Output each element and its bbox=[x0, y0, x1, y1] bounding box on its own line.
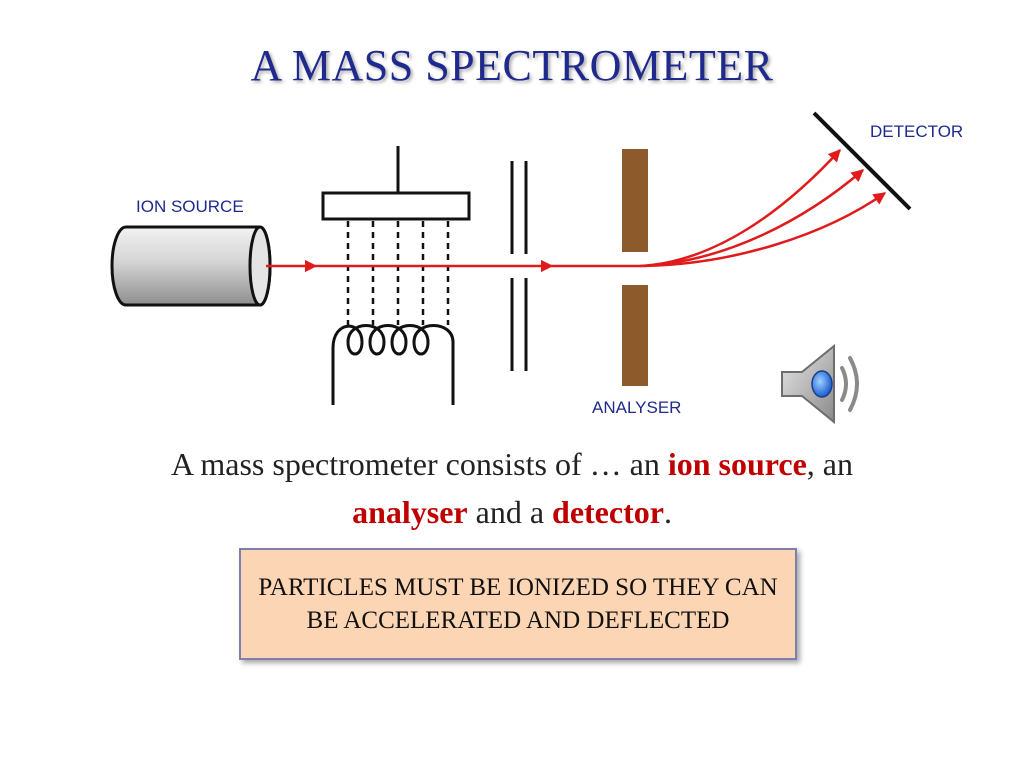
detector-label: DETECTOR bbox=[870, 122, 964, 141]
ion-source-cylinder bbox=[110, 225, 272, 307]
term-ion-source: ion source bbox=[667, 446, 807, 482]
analyser-label: ANALYSER bbox=[592, 398, 682, 417]
caption-text-1: A mass spectrometer consists of … an bbox=[171, 446, 668, 482]
detector-plate bbox=[812, 111, 912, 211]
ion-beam bbox=[266, 149, 887, 273]
note-text: PARTICLES MUST BE IONIZED SO THEY CAN BE… bbox=[258, 574, 778, 634]
caption-text-4: . bbox=[663, 494, 672, 530]
caption-text-3: and a bbox=[467, 494, 553, 530]
filament-coil bbox=[331, 324, 455, 405]
accelerating-plates bbox=[510, 161, 528, 371]
speaker-icon[interactable] bbox=[776, 340, 868, 428]
page-title: A MASS SPECTROMETER bbox=[250, 41, 774, 90]
mass-spectrometer-diagram bbox=[110, 111, 912, 405]
term-analyser: analyser bbox=[352, 494, 468, 530]
ion-source-label: ION SOURCE bbox=[136, 197, 244, 216]
electron-gun bbox=[321, 146, 471, 405]
term-detector: detector bbox=[552, 494, 664, 530]
analyser-plates bbox=[622, 149, 648, 386]
note-box: PARTICLES MUST BE IONIZED SO THEY CAN BE… bbox=[239, 548, 797, 660]
description-text: A mass spectrometer consists of … an ion… bbox=[60, 440, 964, 536]
caption-text-2: , an bbox=[806, 446, 853, 482]
